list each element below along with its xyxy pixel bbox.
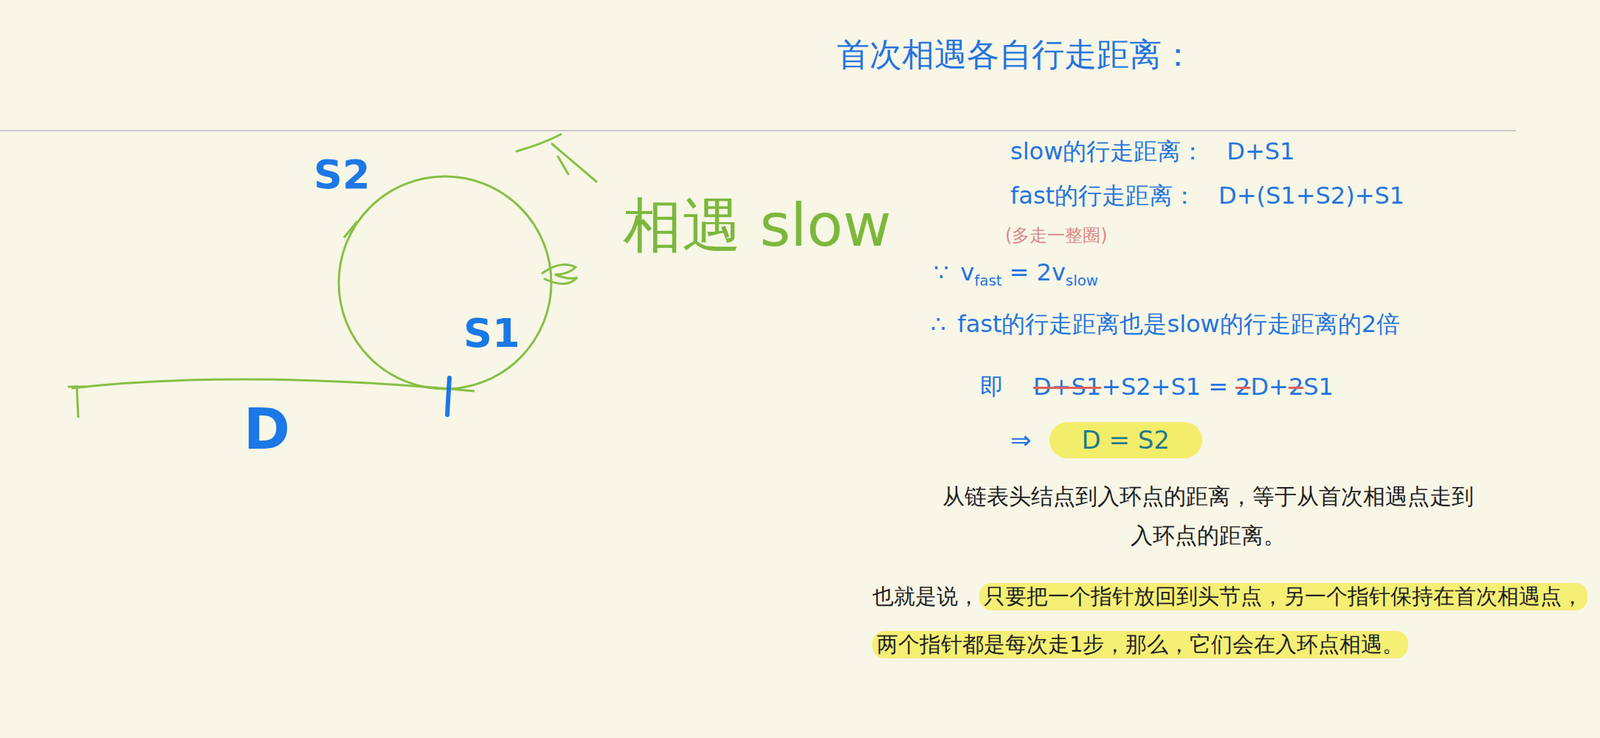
text-row: D [243, 395, 291, 463]
text-row: S2 [313, 151, 370, 200]
symbol: ∴ [930, 309, 946, 339]
cycle-circle [338, 176, 552, 389]
conclusion-text: 入环点的距离。 [1130, 522, 1286, 550]
formula: +S2+S1 = [1101, 372, 1229, 401]
formula: D+S1 [1033, 372, 1102, 401]
formula: D+ [1250, 372, 1288, 401]
text-row: 首次相遇各自行走距离： [836, 35, 1195, 75]
text-row: 从链表头结点到入环点的距离，等于从首次相遇点走到 [938, 483, 1478, 510]
note-text: slow的行走距离： [1010, 137, 1205, 166]
note-text: fast的行走距离也是slow的行走距离的2倍 [957, 309, 1400, 339]
conclusion-text: 也就是说， [872, 583, 980, 610]
title: 首次相遇各自行走距离： [836, 35, 1195, 75]
text-row: ∴ fast的行走距离也是slow的行走距离的2倍 [930, 309, 1400, 339]
highlighted-text: 只要把一个指针放回到头节点，另一个指针保持在首次相遇点， [979, 583, 1588, 611]
formula: = 2v [1009, 258, 1066, 287]
subscript: slow [1065, 272, 1099, 291]
list-line [71, 379, 475, 392]
text-row: 也就是说，只要把一个指针放回到头节点，另一个指针保持在首次相遇点， [872, 583, 1588, 611]
highlighted-text: 两个指针都是每次走1步，那么，它们会在入环点相遇。 [872, 630, 1409, 659]
segment-label: S2 [313, 151, 370, 200]
symbol: ⇒ [1010, 425, 1032, 456]
text-row: 入环点的距离。 [938, 522, 1478, 550]
direction-scribble [516, 134, 597, 182]
formula: 2 [1288, 372, 1304, 401]
symbol: ∵ [933, 258, 949, 287]
formula: D+S1 [1226, 137, 1295, 166]
text-row: 两个指针都是每次走1步，那么，它们会在入环点相遇。 [872, 630, 1409, 659]
conclusion-text: 从链表头结点到入环点的距离，等于从首次相遇点走到 [942, 483, 1474, 510]
text-row: ⇒ D = S2 [1010, 422, 1203, 459]
text-row: S1 [463, 309, 520, 358]
text-row: ∵vfast= 2vslow [933, 258, 1099, 287]
text-row: 相遇 slow [622, 190, 892, 262]
result-formula: D = S2 [1049, 422, 1203, 459]
text-row: slow的行走距离： D+S1 [1010, 137, 1295, 166]
text-row: 即D+S1+S2+S1 =2D+2S1 [980, 372, 1334, 401]
text-row: (多走一整圈) [1005, 225, 1108, 247]
segment-label: D [243, 395, 291, 463]
formula: v [960, 258, 975, 287]
formula: D+(S1+S2)+S1 [1218, 181, 1405, 210]
rule-line [0, 129, 1516, 132]
head-tick [67, 385, 86, 418]
subscript: fast [974, 272, 1002, 291]
meet-note: 相遇 slow [622, 190, 892, 262]
meet-point-mark [542, 264, 578, 284]
meet-tick [343, 221, 358, 238]
aside-note: (多走一整圈) [1005, 225, 1108, 247]
text-row: fast的行走距离： D+(S1+S2)+S1 [1010, 181, 1405, 210]
formula: S1 [1303, 372, 1334, 401]
note-text: fast的行走距离： [1010, 181, 1197, 210]
formula: 2 [1235, 372, 1251, 401]
note-text: 即 [980, 372, 1004, 401]
segment-label: S1 [463, 309, 520, 358]
entry-mark [447, 377, 450, 415]
